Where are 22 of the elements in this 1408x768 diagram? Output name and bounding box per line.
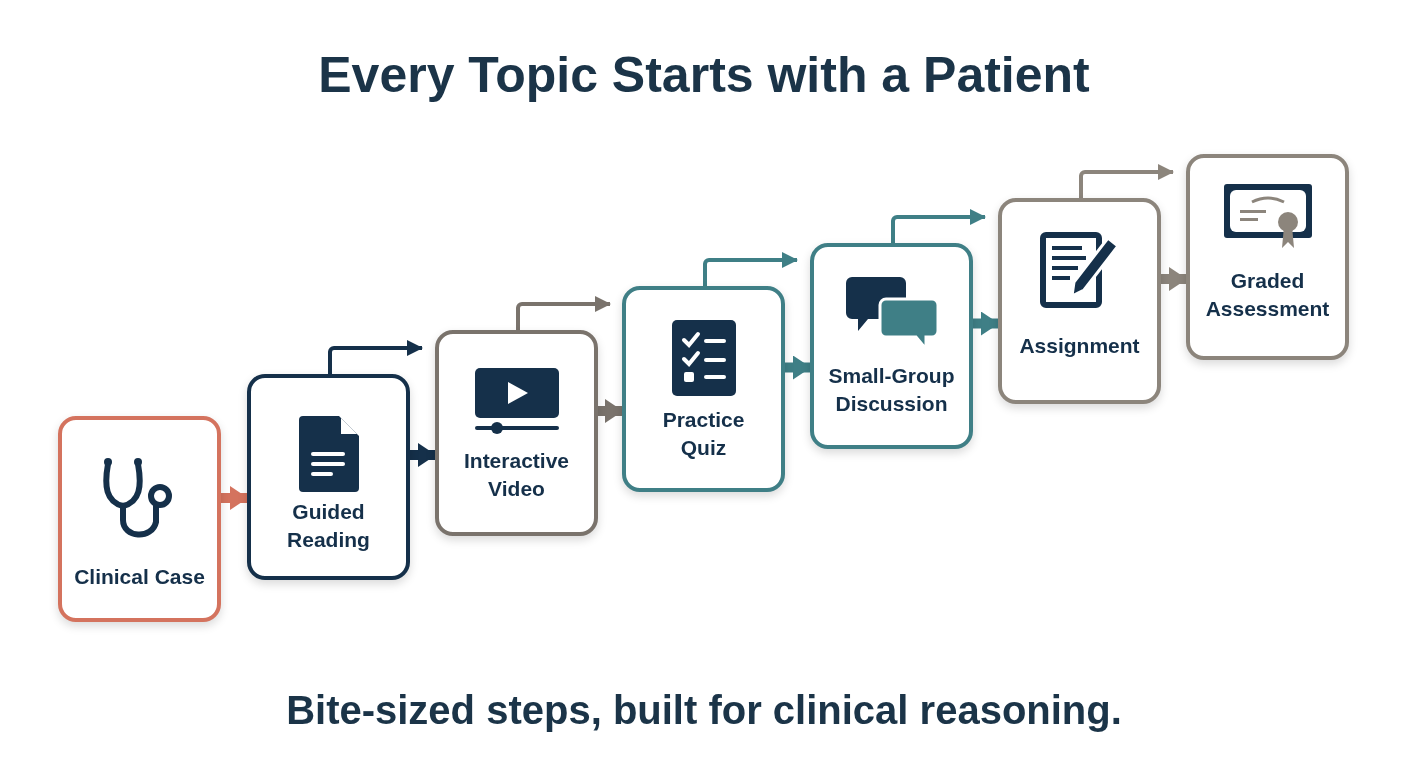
- step-card: [247, 374, 410, 580]
- arrow: [1161, 267, 1187, 291]
- step-card: [58, 416, 221, 622]
- step-card: [998, 198, 1161, 404]
- step-label: Small-Group Discussion: [827, 363, 956, 417]
- step-label: Assignment: [1019, 333, 1140, 359]
- arrow: [785, 355, 811, 380]
- caption: Bite-sized steps, built for clinical reasoning.: [285, 690, 1123, 730]
- step-card: [1186, 154, 1349, 360]
- step-card: [810, 243, 973, 449]
- arrow: [973, 311, 999, 336]
- step-label: Practice Quiz: [661, 407, 746, 461]
- title: Every Topic Starts with a Patient: [317, 50, 1091, 100]
- arrow: [221, 486, 248, 510]
- step-card: [622, 286, 785, 492]
- step-card: [435, 330, 598, 536]
- step-label: Guided Reading: [286, 499, 371, 553]
- step-label: Graded Assessment: [1204, 268, 1331, 322]
- arrow: [598, 399, 623, 423]
- step-label: Interactive Video: [462, 448, 571, 502]
- step-label: Clinical Case: [74, 564, 205, 590]
- arrow: [410, 443, 436, 467]
